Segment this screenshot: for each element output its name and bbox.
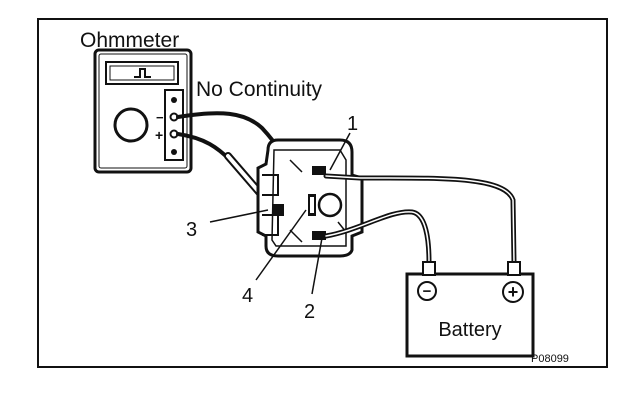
terminal-4-label: 4 — [242, 285, 253, 307]
continuity-status: No Continuity — [196, 78, 323, 101]
terminal-2-label: 2 — [304, 301, 315, 323]
figure-code: P08099 — [531, 353, 569, 365]
battery-plus-label: + — [508, 282, 519, 302]
relay-icon — [256, 138, 364, 258]
meter-minus-label: − — [156, 110, 164, 125]
terminal-1-label: 1 — [347, 113, 358, 135]
ohmmeter-icon — [93, 48, 193, 174]
battery-icon — [405, 261, 535, 358]
battery-label: Battery — [438, 319, 501, 341]
battery-wires — [323, 173, 517, 265]
meter-plus-label: + — [155, 127, 163, 143]
terminal-3-label: 3 — [186, 219, 197, 241]
leader-lines — [209, 132, 351, 295]
battery-minus-label: − — [423, 283, 432, 300]
ohmmeter-label: Ohmmeter — [80, 29, 179, 52]
